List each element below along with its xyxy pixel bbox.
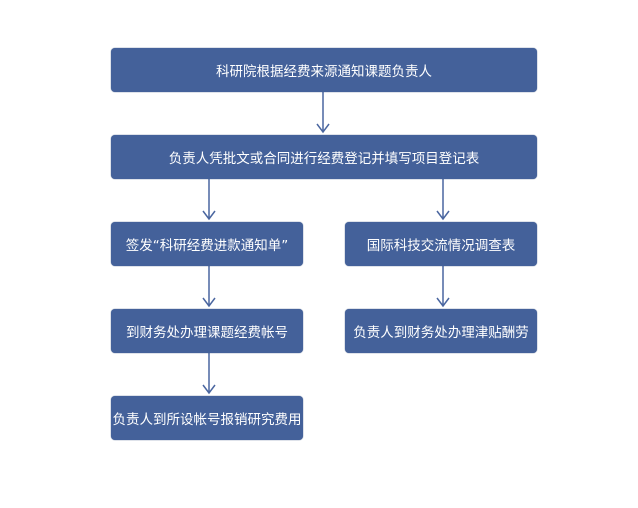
step-issue-notice: 签发“科研经费进款通知单”: [111, 222, 303, 266]
step-intl-survey: 国际科技交流情况调查表: [345, 222, 537, 266]
arrow-s2-s3-right: [436, 179, 450, 221]
arrow-s1-s2: [316, 92, 330, 134]
step-reimburse: 负责人到所设帐号报销研究费用: [111, 396, 303, 440]
step-open-account: 到财务处办理课题经费帐号: [111, 309, 303, 353]
step-label: 负责人到所设帐号报销研究费用: [112, 412, 302, 428]
step-label: 签发“科研经费进款通知单”: [125, 238, 289, 254]
arrow-s2-s3-left: [202, 179, 216, 221]
step-label: 国际科技交流情况调查表: [366, 238, 516, 254]
arrow-s4-s5-left: [202, 353, 216, 395]
step-label: 到财务处办理课题经费帐号: [126, 325, 288, 341]
step-label: 负责人到财务处办理津贴酬劳: [353, 325, 529, 341]
arrow-s3-s4-right: [436, 266, 450, 308]
step-notify-leader: 科研院根据经费来源通知课题负责人: [111, 48, 537, 92]
step-label: 负责人凭批文或合同进行经费登记并填写项目登记表: [168, 151, 480, 167]
step-allowance: 负责人到财务处办理津贴酬劳: [345, 309, 537, 353]
step-register-funding: 负责人凭批文或合同进行经费登记并填写项目登记表: [111, 135, 537, 179]
arrow-s3-s4-left: [202, 266, 216, 308]
step-label: 科研院根据经费来源通知课题负责人: [216, 64, 432, 80]
